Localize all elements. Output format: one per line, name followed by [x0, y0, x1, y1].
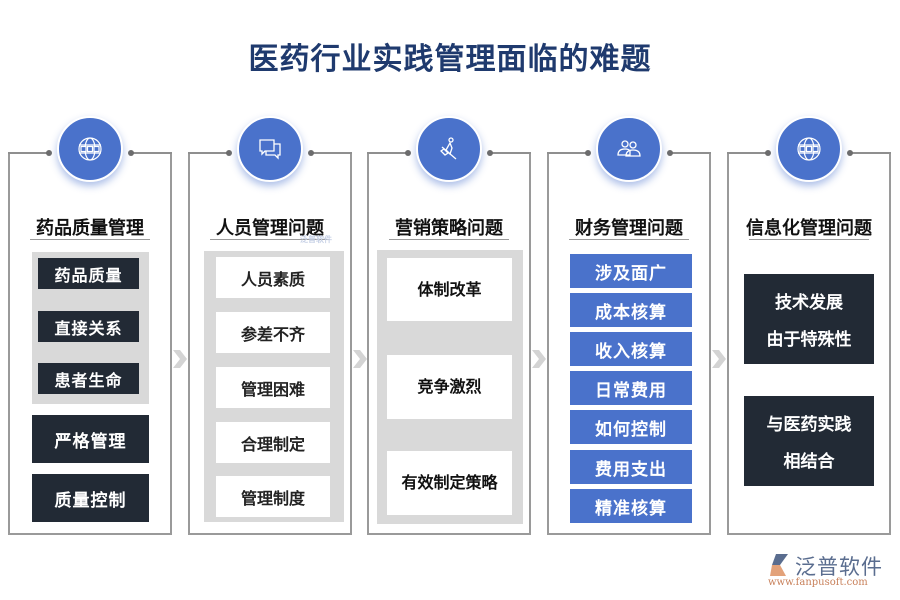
- item-chip: 竞争激烈: [387, 355, 512, 419]
- connector-dot: [667, 150, 673, 156]
- connector-line: [367, 152, 407, 154]
- brand-mark-icon: [770, 554, 788, 576]
- chat-bubbles-icon: [237, 116, 303, 182]
- item-chip: 成本核算: [570, 293, 692, 327]
- chevron-right-icon: [173, 350, 187, 368]
- card-informatization: 信息化管理问题 技术发展 由于特殊性 与医药实践 相结合: [727, 116, 891, 535]
- item-group: 人员素质 参差不齐 管理困难 合理制定 管理制度: [204, 251, 344, 522]
- brand-name: 泛普软件: [795, 555, 883, 579]
- watermark-text: 泛普软件: [300, 235, 332, 244]
- connector-dot: [405, 150, 411, 156]
- connector-line: [312, 152, 352, 154]
- chevron-right-icon: [532, 350, 546, 368]
- item-chip: 体制改革: [387, 258, 512, 321]
- card-marketing: 营销策略问题 体制改革 竞争激烈 有效制定策略: [367, 116, 531, 535]
- globe-icon: [776, 116, 842, 182]
- card-personnel: 人员管理问题 人员素质 参差不齐 管理困难 合理制定 管理制度: [188, 116, 352, 535]
- title-underline: [749, 239, 869, 240]
- connector-dot: [487, 150, 493, 156]
- card-drug-quality: 药品质量管理 药品质量 直接关系 患者生命 严格管理 质量控制: [8, 116, 172, 535]
- connector-dot: [46, 150, 52, 156]
- item-line: 与医药实践: [766, 415, 852, 435]
- item-chip: 费用支出: [570, 450, 692, 484]
- item-chip: 药品质量: [38, 258, 139, 289]
- item-block: 技术发展 由于特殊性: [744, 274, 874, 364]
- chevron-right-icon: [353, 350, 367, 368]
- connector-line: [8, 152, 48, 154]
- rowing-person-icon: [416, 116, 482, 182]
- item-block: 与医药实践 相结合: [744, 396, 874, 486]
- card-title: 营销策略问题: [395, 218, 503, 239]
- connector-line: [671, 152, 711, 154]
- item-line: 相结合: [783, 452, 835, 472]
- connector-line: [547, 152, 587, 154]
- item-block: 严格管理: [32, 415, 149, 463]
- item-chip: 人员素质: [216, 257, 330, 298]
- item-group: 药品质量 直接关系 患者生命: [32, 252, 149, 404]
- item-chip: 管理困难: [216, 367, 330, 408]
- connector-dot: [765, 150, 771, 156]
- card-finance: 财务管理问题 涉及面广 成本核算 收入核算 日常费用 如何控制 费用支出 精准核…: [547, 116, 711, 535]
- connector-line: [188, 152, 228, 154]
- connector-dot: [128, 150, 134, 156]
- title-underline: [569, 239, 689, 240]
- item-chip: 精准核算: [570, 489, 692, 523]
- item-chip: 如何控制: [570, 410, 692, 444]
- item-block: 质量控制: [32, 474, 149, 522]
- item-chip: 涉及面广: [570, 254, 692, 288]
- item-chip: 直接关系: [38, 311, 139, 342]
- connector-line: [132, 152, 172, 154]
- connector-dot: [585, 150, 591, 156]
- card-title: 人员管理问题: [216, 218, 324, 239]
- connector-line: [491, 152, 531, 154]
- item-chip: 合理制定: [216, 422, 330, 463]
- card-title: 信息化管理问题: [746, 218, 872, 239]
- brand-logo: 泛普软件 www.fanpusoft.com: [768, 551, 893, 591]
- item-line: 由于特殊性: [766, 330, 852, 350]
- item-chip: 患者生命: [38, 363, 139, 394]
- card-title: 药品质量管理: [36, 218, 144, 239]
- title-underline: [389, 239, 509, 240]
- chevron-right-icon: [712, 350, 726, 368]
- connector-dot: [847, 150, 853, 156]
- item-chip: 管理制度: [216, 476, 330, 517]
- item-chip: 有效制定策略: [387, 451, 512, 515]
- card-title: 财务管理问题: [575, 218, 683, 239]
- item-chip: 日常费用: [570, 371, 692, 405]
- item-line: 技术发展: [775, 293, 843, 313]
- connector-dot: [308, 150, 314, 156]
- item-chip: 收入核算: [570, 332, 692, 366]
- item-chip: 参差不齐: [216, 312, 330, 353]
- users-icon: [596, 116, 662, 182]
- page-title: 医药行业实践管理面临的难题: [248, 42, 652, 77]
- connector-line: [851, 152, 891, 154]
- item-group: 体制改革 竞争激烈 有效制定策略: [377, 250, 523, 524]
- globe-icon: [57, 116, 123, 182]
- connector-line: [727, 152, 767, 154]
- title-underline: [210, 239, 330, 240]
- title-underline: [30, 239, 150, 240]
- brand-url: www.fanpusoft.com: [768, 577, 868, 588]
- connector-dot: [226, 150, 232, 156]
